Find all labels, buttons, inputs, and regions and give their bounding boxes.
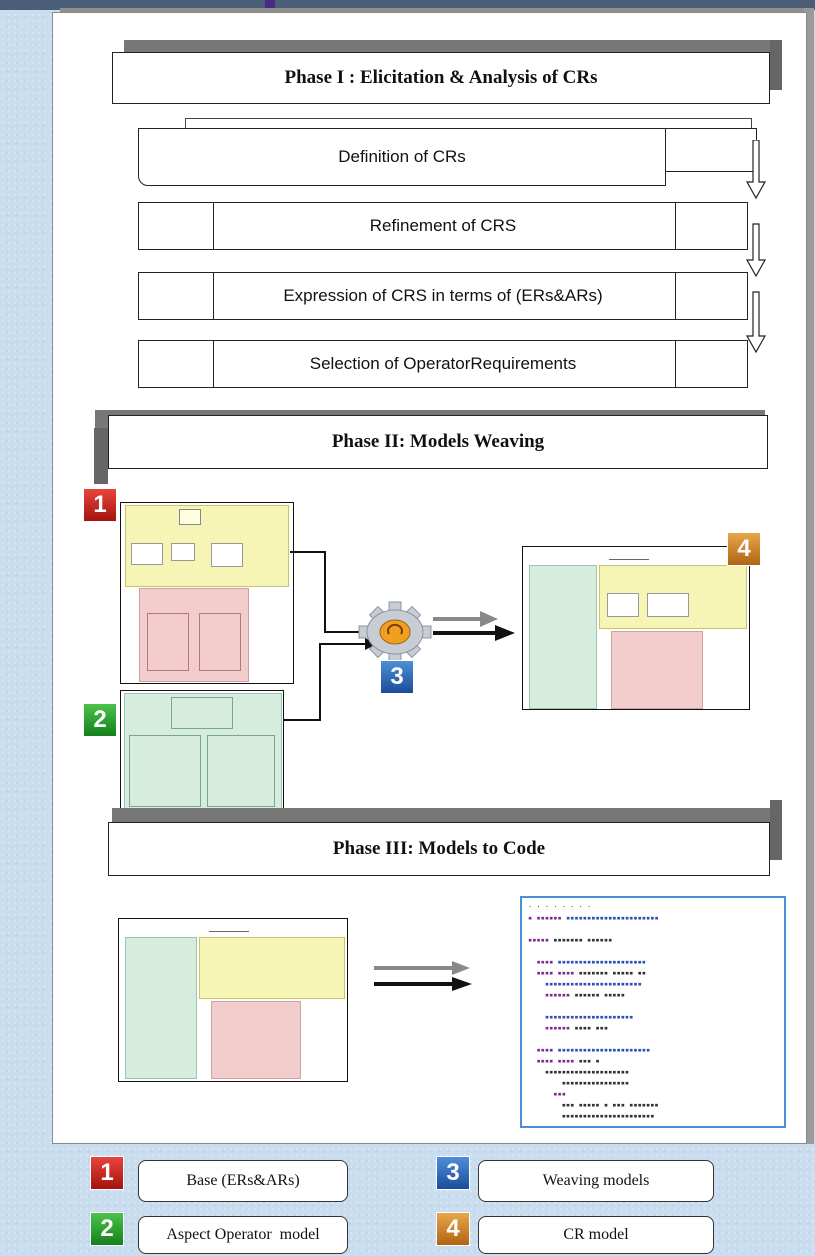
definition-curl [185,118,752,129]
step-label: Refinement of CRS [369,216,517,235]
legend-badge-1: 1 [90,1156,124,1190]
phase1-title: Phase I : Elicitation & Analysis of CRs [284,67,598,88]
step-label: Definition of CRs [338,147,466,166]
phase3-banner: Phase III: Models to Code [108,822,770,876]
badge-4: 4 [727,532,761,566]
cr-model-thumbnail [522,546,750,710]
step-selection-of-operator-requirements: Selection of OperatorRequirements [138,340,748,388]
gear-icon [358,601,432,663]
step-label: Expression of CRS in terms of (ERs&ARs) [283,286,603,305]
step-refinement-of-crs: Refinement of CRS [138,202,748,250]
phase2-title: Phase II: Models Weaving [331,431,545,452]
legend-badge-3: 3 [436,1156,470,1190]
legend-base: Base (ERs&ARs) [138,1160,348,1202]
phase3-title: Phase III: Models to Code [332,838,546,859]
legend-label: Aspect Operator model [166,1226,320,1243]
legend-cr: CR model [478,1216,714,1254]
legend-badge-2: 2 [90,1212,124,1246]
phase3-banner-top [112,808,776,824]
top-strip [0,0,815,10]
legend-aspect: Aspect Operator model [138,1216,348,1254]
badge-2: 2 [83,703,117,737]
phase3-banner-shadow [770,800,782,860]
legend-label: Base (ERs&ARs) [186,1172,300,1189]
badge-1: 1 [83,488,117,522]
phase1-banner-shadow [770,40,782,90]
generated-code-thumbnail: · · · · · · · · ▪ ▪▪▪▪▪▪ ▪▪▪▪▪▪▪▪▪▪▪▪▪▪▪… [520,896,786,1128]
phase1-banner-top [124,40,774,54]
down-arrow-icon [745,140,767,354]
title-accent [265,0,275,10]
step-label: Selection of OperatorRequirements [309,354,577,373]
aspect-model-thumbnail [120,690,284,814]
legend-weaving: Weaving models [478,1160,714,1202]
arrow-right-icon [374,961,472,991]
badge-3: 3 [380,660,414,694]
step-expression-of-crs: Expression of CRS in terms of (ERs&ARs) [138,272,748,320]
legend-label: CR model [563,1226,629,1243]
woven-model-thumbnail [118,918,348,1082]
phase2-banner: Phase II: Models Weaving [108,415,768,469]
step-definition-of-crs: Definition of CRs [138,128,666,186]
phase2-banner-shadow [94,428,108,484]
base-model-thumbnail [120,502,294,684]
legend-badge-4: 4 [436,1212,470,1246]
definition-side [666,128,757,172]
phase1-banner: Phase I : Elicitation & Analysis of CRs [112,52,770,104]
legend-label: Weaving models [542,1172,650,1189]
panel-shadow-right [804,8,814,1144]
